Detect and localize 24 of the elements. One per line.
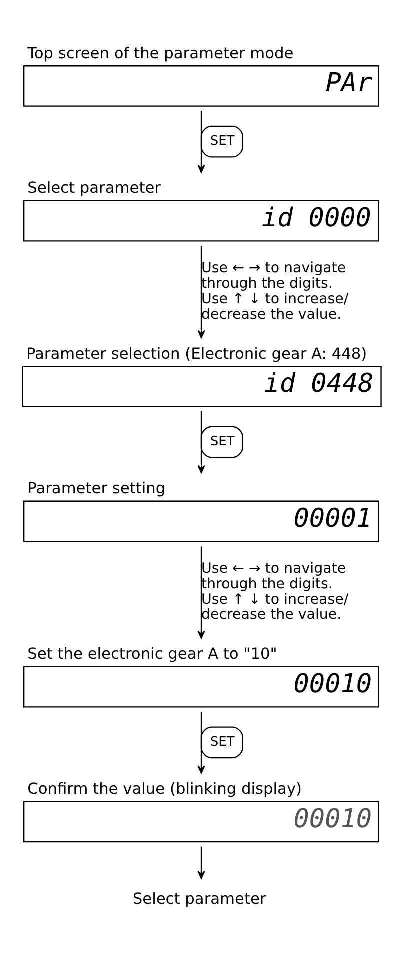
edge-label: Use ← → to navigate through the digits. Use ↑ ↓ to increase/ decrease the value.	[202, 260, 349, 322]
arrow	[198, 110, 206, 173]
node-label: Select parameter	[28, 178, 161, 197]
arrow	[198, 246, 206, 338]
arrow	[198, 711, 206, 774]
node-label: Set the electronic gear A to "10"	[28, 644, 278, 663]
edge-label: Use ← → to navigate through the digits. Use ↑ ↓ to increase/ decrease the value.	[202, 560, 349, 623]
node-box: 00010	[24, 800, 380, 842]
node-label: Parameter setting	[28, 479, 166, 498]
node-box: 00001	[24, 500, 380, 542]
node-box: PAr	[24, 65, 380, 106]
node-text: Select parameter	[132, 890, 266, 908]
node-box: 00010	[24, 666, 380, 708]
node-box: id 0448	[22, 365, 382, 407]
node-label: Parameter selection (Electronic gear A: 448)	[26, 344, 368, 362]
arrow	[198, 411, 206, 473]
arrow	[198, 846, 206, 879]
edge-label: SET	[210, 134, 235, 149]
node-box: id 0000	[24, 200, 380, 242]
node-label: Top screen of the parameter mode	[28, 44, 294, 62]
arrow	[198, 546, 206, 638]
edge-label: SET	[210, 734, 235, 750]
edge-label: SET	[210, 434, 235, 450]
node-label: Confirm the value (blinking display)	[28, 780, 302, 798]
